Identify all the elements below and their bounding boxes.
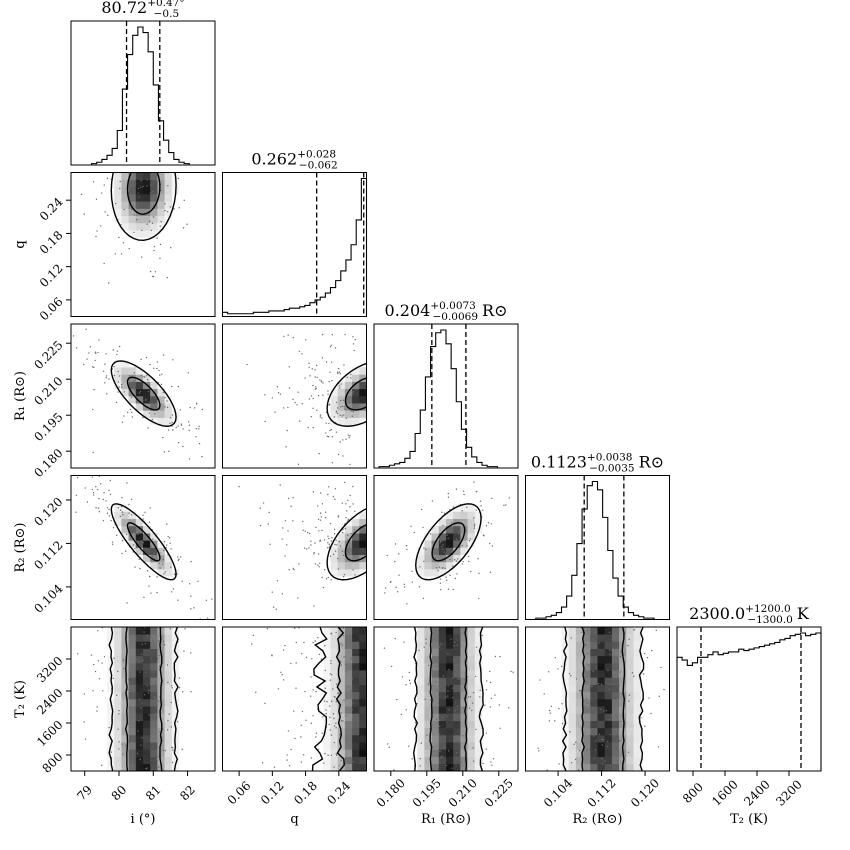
- x-tick-label-T2: 3200: [773, 777, 804, 808]
- contour: [431, 522, 466, 562]
- panel-i-q: [70, 172, 216, 317]
- panel-R1-T2: [373, 626, 519, 772]
- x-tick-label-R2: 0.104: [541, 776, 575, 810]
- hist-i: [71, 26, 215, 166]
- contour: [561, 627, 568, 771]
- contour: [108, 627, 114, 771]
- hist-panel-q: [221, 172, 368, 317]
- x-tick-label-R1: 0.195: [410, 776, 444, 810]
- x-tick-label-i: 80: [109, 783, 130, 804]
- y-tick-label-T2: 3200: [34, 654, 65, 685]
- x-axis-label-i: i (°): [131, 812, 156, 827]
- y-tick-label-q: 0.18: [37, 228, 66, 257]
- x-axis-label-R2: R₂ (R⊙): [573, 812, 623, 827]
- panel-i-R1: [70, 323, 216, 469]
- x-tick-label-T2: 800: [680, 780, 706, 806]
- x-axis-label-T2: T₂ (K): [730, 812, 768, 827]
- contour: [478, 627, 484, 771]
- hist-panel-R2: [525, 475, 670, 621]
- contour: [159, 627, 163, 771]
- hist-T2: [676, 632, 822, 771]
- y-tick-label-q: 0.12: [37, 261, 66, 290]
- panel-q-R1: [222, 323, 367, 469]
- y-tick-label-R1: 0.180: [31, 446, 65, 480]
- x-tick-label-i: 81: [143, 783, 164, 804]
- contour: [326, 507, 367, 581]
- panel-i-R2: [70, 475, 216, 620]
- y-tick-label-R1: 0.195: [31, 410, 65, 444]
- panel-q-T2: [222, 626, 367, 772]
- x-tick-label-R1: 0.210: [446, 776, 480, 810]
- y-axis-label-q: q: [13, 240, 28, 248]
- title-i: 80.72+0.47°−0.5: [101, 0, 184, 20]
- x-tick-label-T2: 1600: [709, 777, 740, 808]
- x-tick-label-q: 0.12: [258, 779, 287, 808]
- contour: [344, 377, 367, 411]
- x-tick-label-q: 0.18: [291, 779, 320, 808]
- contour: [413, 627, 419, 771]
- hist-panel-T2: [676, 626, 822, 772]
- y-tick-label-T2: 1600: [34, 718, 65, 749]
- y-tick-label-T2: 800: [39, 750, 65, 776]
- contour: [126, 376, 161, 411]
- y-tick-label-R2: 0.120: [31, 495, 65, 529]
- contour: [110, 172, 177, 241]
- x-tick-label-q: 0.24: [324, 778, 353, 807]
- contour: [173, 627, 179, 771]
- x-tick-label-i: 82: [177, 783, 198, 804]
- title-q: 0.262+0.028−0.062: [251, 149, 337, 172]
- hist-panel-i: [70, 20, 216, 166]
- x-axis-label-R1: R₁ (R⊙): [421, 812, 471, 827]
- panel-i-T2: [70, 626, 216, 772]
- contour: [463, 627, 468, 771]
- y-tick-label-q: 0.06: [37, 295, 66, 324]
- x-axis-label-q: q: [290, 812, 298, 827]
- panel-q-R2: [222, 475, 367, 620]
- y-axis-label-R2: R₂ (R⊙): [13, 523, 28, 573]
- contour: [126, 172, 161, 215]
- x-tick-label-R1: 0.225: [482, 776, 516, 810]
- contour: [429, 627, 433, 771]
- x-tick-label-R2: 0.120: [628, 776, 662, 810]
- y-tick-label-q: 0.24: [37, 195, 66, 224]
- y-tick-label-R2: 0.112: [31, 538, 65, 572]
- y-tick-label-R2: 0.104: [31, 581, 65, 615]
- x-tick-label-R1: 0.180: [374, 776, 408, 810]
- hist-R1: [374, 329, 518, 469]
- x-tick-label-i: 79: [74, 783, 95, 804]
- y-tick-label-R1: 0.210: [31, 374, 65, 408]
- contour: [326, 362, 367, 427]
- hist-q: [221, 177, 368, 317]
- contour: [415, 503, 482, 581]
- contour: [110, 360, 177, 427]
- contour: [110, 503, 177, 581]
- contour: [124, 627, 129, 771]
- contour: [344, 523, 367, 562]
- contour: [638, 627, 645, 771]
- x-tick-label-R2: 0.112: [584, 776, 618, 810]
- y-tick-label-R1: 0.225: [31, 338, 65, 372]
- x-tick-label-q: 0.06: [225, 779, 254, 808]
- y-axis-label-T2: T₂ (K): [13, 680, 28, 718]
- contour: [335, 627, 345, 771]
- panel-R2-T2: [525, 626, 670, 772]
- contour: [311, 627, 328, 771]
- hist-panel-R1: [373, 323, 519, 469]
- contour: [621, 627, 626, 771]
- contour: [126, 522, 161, 562]
- panel-R1-R2: [373, 475, 519, 620]
- y-tick-label-T2: 2400: [34, 686, 65, 717]
- y-axis-label-R1: R₁ (R⊙): [13, 371, 28, 421]
- contour: [581, 627, 586, 771]
- hist-R2: [525, 480, 670, 621]
- x-tick-label-T2: 2400: [741, 777, 772, 808]
